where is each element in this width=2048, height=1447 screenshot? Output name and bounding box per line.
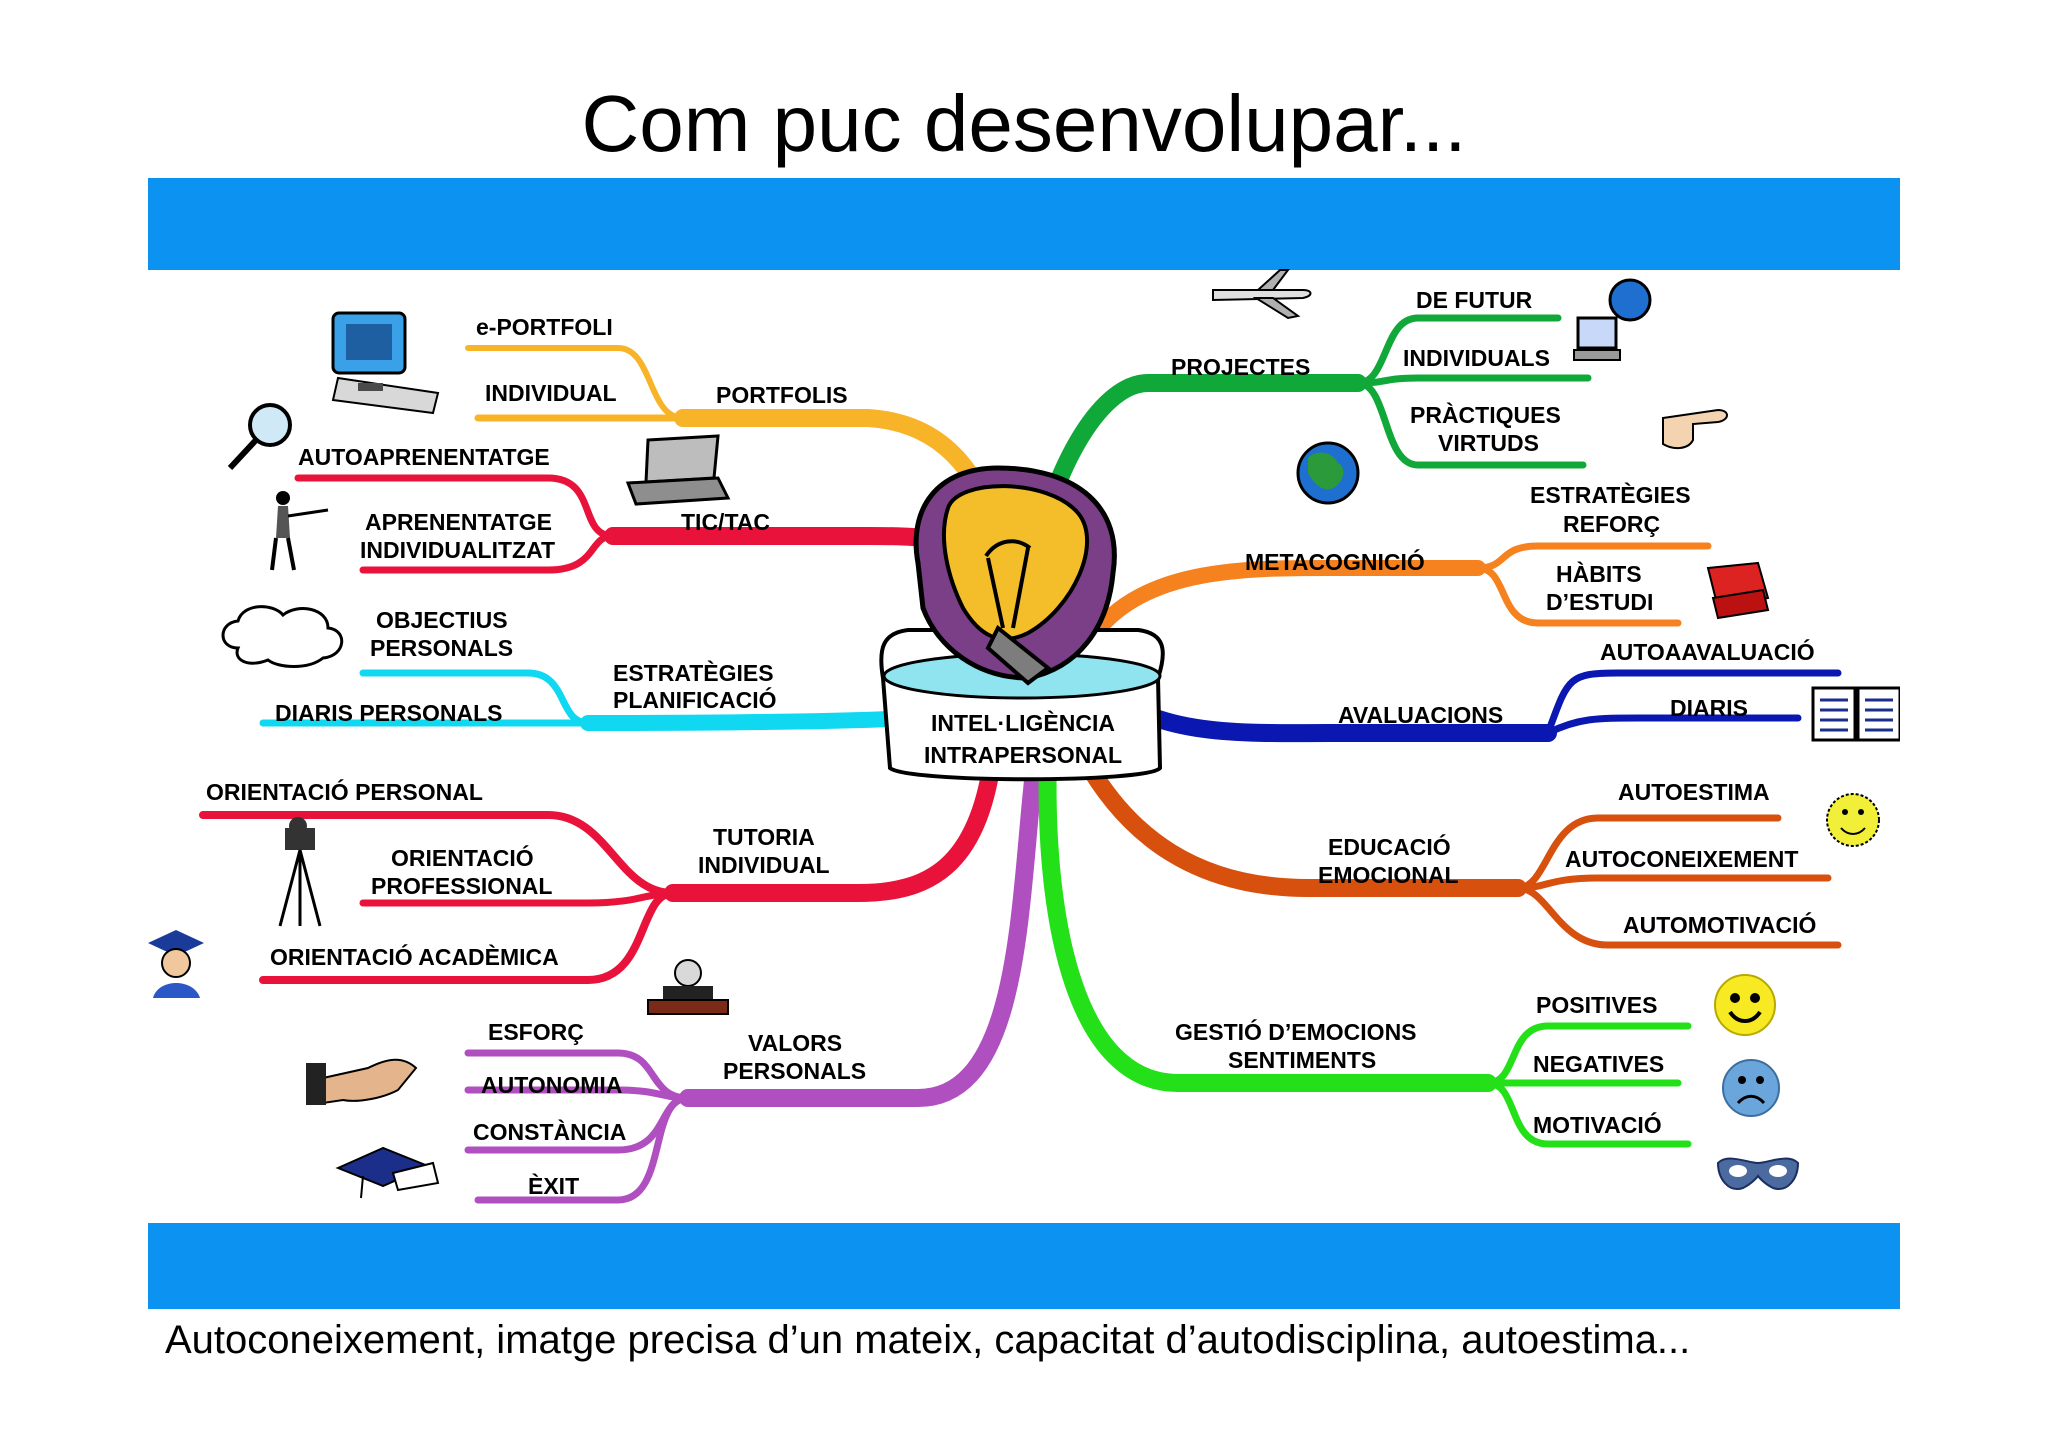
camera-icon bbox=[278, 817, 322, 927]
node-automotivacio: AUTOMOTIVACIÓ bbox=[1623, 911, 1816, 938]
graduate-icon bbox=[148, 930, 204, 998]
node-aprenentatge: APRENENTATGE bbox=[365, 509, 552, 535]
branch-label-gestio-2: SENTIMENTS bbox=[1228, 1047, 1376, 1073]
person-icon bbox=[270, 491, 329, 571]
center-node: INTEL·LIGÈNCIA INTRAPERSONAL bbox=[879, 465, 1165, 782]
page-title: Com puc desenvolupar... bbox=[581, 79, 1467, 168]
pointing-hand-icon bbox=[1662, 408, 1728, 450]
branch-label-valors-1: VALORS bbox=[748, 1030, 842, 1056]
branch-label-gestio-1: GESTIÓ D’EMOCIONS bbox=[1175, 1018, 1417, 1045]
node-orientacio-personal: ORIENTACIÓ PERSONAL bbox=[206, 778, 483, 805]
node-motivacio: MOTIVACIÓ bbox=[1533, 1111, 1662, 1138]
node-objectius: OBJECTIUS bbox=[376, 607, 508, 633]
mask-icon bbox=[1716, 1157, 1800, 1190]
magnifier-icon bbox=[227, 403, 292, 471]
node-individuals: INDIVIDUALS bbox=[1403, 345, 1550, 371]
sad-face-icon bbox=[1722, 1059, 1780, 1117]
node-orientacio-academica: ORIENTACIÓ ACADÈMICA bbox=[270, 943, 559, 970]
node-diaris-personals: DIARIS PERSONALS bbox=[275, 700, 502, 726]
lightbulb-icon bbox=[913, 465, 1117, 686]
node-professional: PROFESSIONAL bbox=[371, 873, 552, 899]
cloud-icon bbox=[221, 605, 344, 668]
top-band bbox=[148, 178, 1900, 270]
branch-valors-lines bbox=[464, 729, 1047, 1204]
branch-label-tic: TIC/TAC bbox=[681, 509, 770, 535]
branch-label-estrategies-2: PLANIFICACIÓ bbox=[613, 686, 777, 713]
node-habits: HÀBITS bbox=[1556, 560, 1642, 587]
node-personals: PERSONALS bbox=[370, 635, 513, 661]
branch-label-tutoria-2: INDIVIDUAL bbox=[698, 852, 830, 878]
node-esforc: ESFORÇ bbox=[488, 1019, 584, 1045]
judge-icon bbox=[647, 959, 729, 1015]
node-exit: ÈXIT bbox=[528, 1172, 579, 1199]
node-individual: INDIVIDUAL bbox=[485, 380, 617, 406]
happy-face-icon bbox=[1714, 974, 1776, 1036]
globe-computer-icon bbox=[1573, 278, 1652, 361]
node-positives: POSITIVES bbox=[1536, 992, 1657, 1018]
node-autoaavaluacio: AUTOAAVALUACIÓ bbox=[1600, 638, 1815, 665]
branch-label-metacognicio: METACOGNICIÓ bbox=[1245, 548, 1425, 575]
handshake-icon bbox=[306, 1058, 418, 1105]
branch-tutoria-lines bbox=[199, 747, 1002, 984]
branch-label-projectes: PROJECTES bbox=[1171, 354, 1310, 380]
books-icon bbox=[1706, 561, 1770, 620]
node-autonomia: AUTONOMIA bbox=[481, 1072, 622, 1098]
node-de-futur: DE FUTUR bbox=[1416, 287, 1533, 313]
branch-label-estrategies-1: ESTRATÈGIES bbox=[613, 659, 774, 686]
node-autoestima: AUTOESTIMA bbox=[1618, 779, 1770, 805]
node-diaris: DIARIS bbox=[1670, 695, 1748, 721]
bottom-band bbox=[148, 1223, 1900, 1309]
globe-icon bbox=[1296, 441, 1360, 505]
smiley-icon bbox=[1826, 793, 1880, 847]
branch-label-educacio-1: EDUCACIÓ bbox=[1328, 833, 1451, 860]
mind-map: INTEL·LIGÈNCIA INTRAPERSONAL PORTFOLIS e… bbox=[148, 178, 1902, 1309]
center-label-line1: INTEL·LIGÈNCIA bbox=[931, 709, 1115, 736]
computer-icon bbox=[331, 311, 440, 415]
node-individualitzat: INDIVIDUALITZAT bbox=[360, 537, 555, 563]
node-autoaprenentatge: AUTOAPRENENTATGE bbox=[298, 444, 550, 470]
node-practiques: PRÀCTIQUES bbox=[1410, 401, 1561, 428]
footer-text: Autoconeixement, imatge precisa d’un mat… bbox=[165, 1318, 1691, 1362]
center-label-line2: INTRAPERSONAL bbox=[924, 742, 1122, 768]
node-estrategies: ESTRATÈGIES bbox=[1530, 481, 1691, 508]
laptop-icon bbox=[625, 434, 731, 506]
node-reforc: REFORÇ bbox=[1563, 511, 1660, 537]
node-negatives: NEGATIVES bbox=[1533, 1051, 1664, 1077]
node-virtuds: VIRTUDS bbox=[1438, 430, 1539, 456]
branch-label-avaluacions: AVALUACIONS bbox=[1338, 702, 1503, 728]
airplane-icon bbox=[1212, 269, 1312, 320]
node-e-portfoli: e-PORTFOLI bbox=[476, 314, 613, 340]
graduation-cap-icon bbox=[335, 1146, 440, 1199]
branch-educacio-lines bbox=[1074, 747, 1842, 949]
branch-label-portfolis: PORTFOLIS bbox=[716, 382, 848, 408]
branch-label-educacio-2: EMOCIONAL bbox=[1318, 862, 1459, 888]
branch-label-valors-2: PERSONALS bbox=[723, 1058, 866, 1084]
branch-label-tutoria-1: TUTORIA bbox=[713, 824, 815, 850]
node-constancia: CONSTÀNCIA bbox=[473, 1118, 626, 1145]
node-orientacio: ORIENTACIÓ bbox=[391, 844, 534, 871]
node-autoconeixement: AUTOCONEIXEMENT bbox=[1565, 846, 1798, 872]
open-book-icon bbox=[1811, 686, 1902, 742]
branch-metacognicio-lines bbox=[1090, 542, 1712, 638]
branch-gestio-lines bbox=[1038, 744, 1692, 1148]
node-destudi: D’ESTUDI bbox=[1546, 589, 1653, 615]
